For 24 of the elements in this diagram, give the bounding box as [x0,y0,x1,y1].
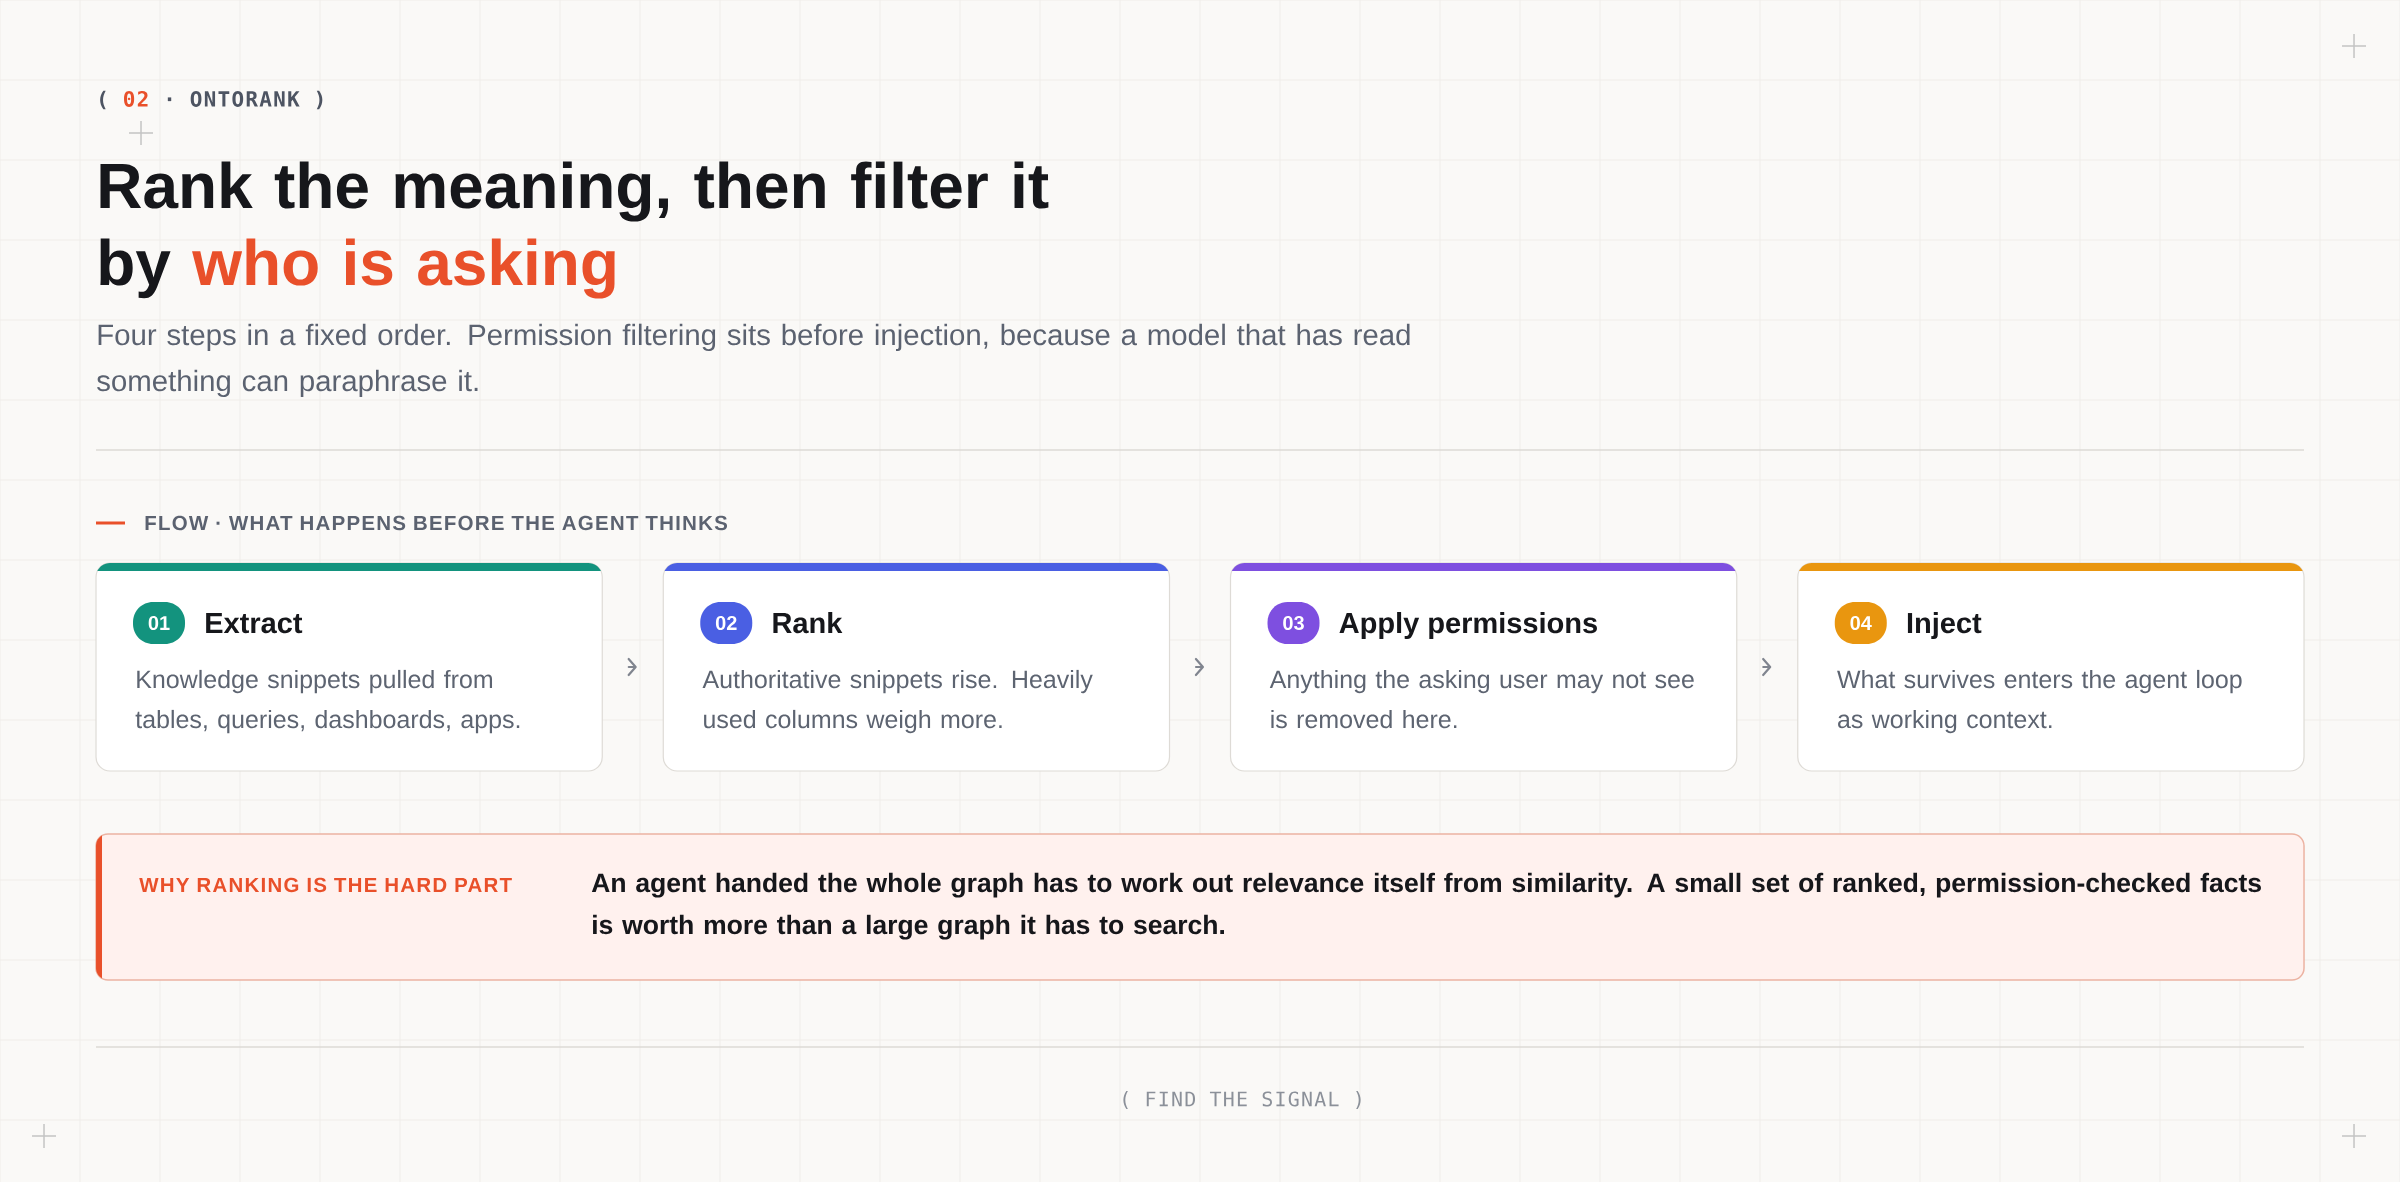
callout-text: An agent handed the whole graph has to work out relevance itself from similarity. A small set of ranked, permission-checked facts is worth more than a large graph it has to search. [591,872,2261,940]
step-number-badge: 03 [1267,602,1320,644]
tagline: ( FIND THE SIGNAL ) [1123,1091,1361,1109]
flow-heading: FLOW · WHAT HAPPENS BEFORE THE AGENT THINKS [145,515,728,531]
step-description: Authoritative snippets rise. Heavily used columns weigh more. [702,669,1093,734]
step-number-badge: 02 [700,602,753,644]
step-title: Apply permissions [1339,612,1597,639]
step-card [1797,562,2305,772]
page-title: Rank the meaning, then filter it by who is asking [100,161,1049,299]
step-description: Knowledge snippets pulled from tables, queries, dashboards, apps. [135,669,520,734]
callout-box [95,833,2305,981]
callout-heading: WHY RANKING IS THE HARD PART [139,877,512,893]
step-description: What survives enters the agent loop as working context. [1837,669,2242,734]
step-title: Extract [206,613,303,634]
step-number-badge: 04 [1834,602,1887,644]
step-title: Rank [773,612,843,634]
step-card [1229,562,1738,772]
section-label: ( 02 · ONTORANK ) [100,90,323,110]
step-title: Inject [1907,612,1982,639]
subtitle: Four steps in a fixed order. Permission filtering sits before injection, because a model that has read something can paraphrase it. [97,323,1410,398]
step-card [95,562,603,772]
step-description: Anything the asking user may not see is removed here. [1269,669,1694,729]
step-card [662,562,1171,772]
step-number-badge: 01 [133,602,185,644]
